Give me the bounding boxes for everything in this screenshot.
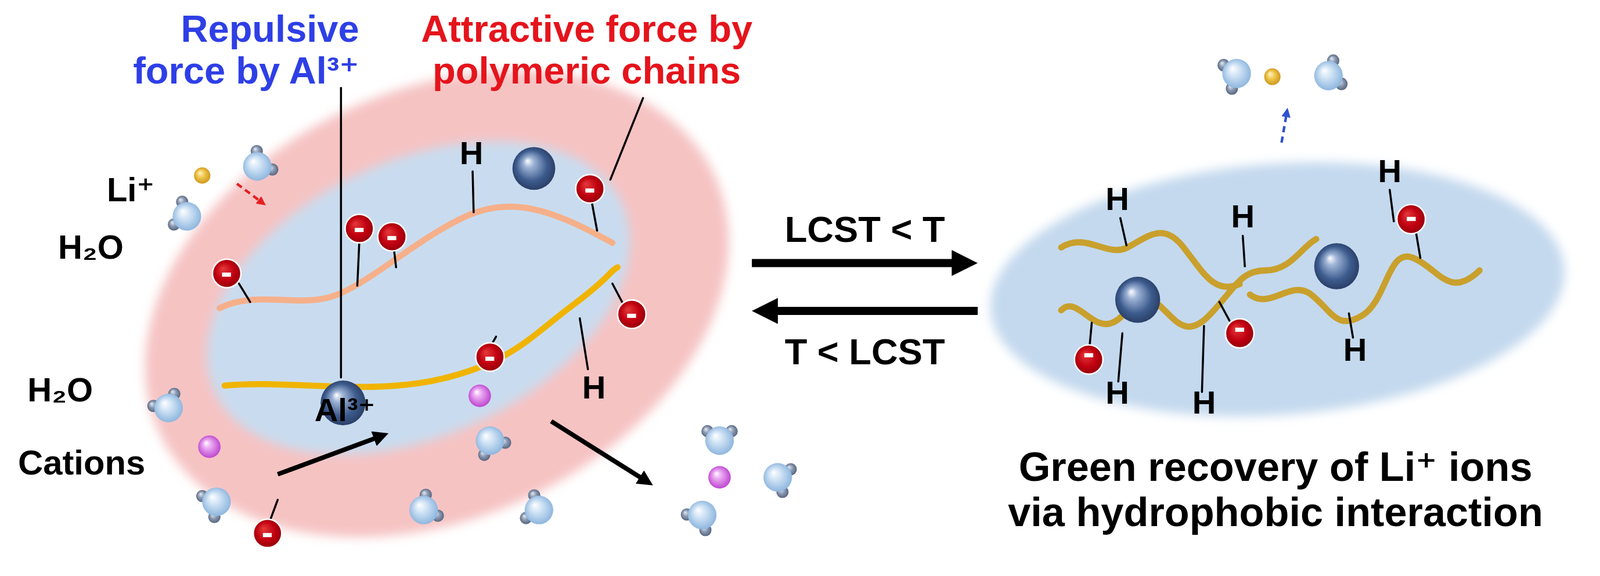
- bond-line: [357, 240, 360, 286]
- charge-sign: -: [386, 216, 398, 255]
- bond-line: [1389, 189, 1394, 222]
- water-molecule: [409, 488, 445, 525]
- hydrogen-label: H: [1230, 198, 1255, 235]
- charge-sign: -: [261, 513, 274, 553]
- water-molecule: [519, 489, 554, 525]
- hydrogel-illustration: [984, 153, 1567, 427]
- oxygen-atom: [242, 152, 272, 181]
- bond-line: [579, 318, 588, 370]
- flow-arrow: [277, 436, 380, 475]
- oxygen-atom: [705, 426, 734, 456]
- oxygen-atom: [763, 463, 792, 492]
- ion-label: Al³⁺: [314, 392, 376, 429]
- attraction-arrow: [236, 183, 262, 203]
- oxygen-atom: [475, 426, 504, 456]
- species-label: Cations: [17, 444, 146, 483]
- bond-line: [1219, 301, 1230, 322]
- cation: [197, 435, 221, 459]
- hydrogel-core: [156, 78, 680, 518]
- illustration-group: [981, 53, 1573, 436]
- hydrogen-label: H: [459, 135, 484, 172]
- polymer-chain: [219, 206, 613, 309]
- charge-sign: -: [484, 337, 496, 376]
- oxygen-atom: [524, 495, 553, 525]
- water-molecule: [763, 463, 798, 499]
- bond-line: [1416, 233, 1421, 259]
- charge-sign: -: [353, 208, 366, 247]
- water-molecule: [701, 425, 738, 456]
- hydrogen-label: H: [1192, 384, 1217, 421]
- ion-label: Li⁺: [106, 171, 155, 209]
- oxygen-atom: [202, 487, 231, 517]
- lithium-ion: [1264, 67, 1281, 85]
- charge-sign: -: [1234, 308, 1246, 347]
- aluminum-ion: [1115, 276, 1160, 323]
- hydrogen-label: H: [1378, 153, 1403, 190]
- force-annotation: Attractive force by polymeric chains: [420, 8, 753, 92]
- water-molecule: [146, 387, 183, 423]
- hydrogen-label: H: [1105, 375, 1130, 412]
- bond-line: [238, 283, 250, 303]
- hydrogen-label: H: [582, 369, 607, 406]
- aluminum-ion: [512, 146, 556, 190]
- aluminum-ion: [1314, 243, 1360, 290]
- cation: [468, 384, 492, 408]
- bond-line: [472, 171, 474, 212]
- water-molecule: [196, 487, 232, 524]
- bond-line: [1202, 326, 1205, 393]
- water-molecule: [242, 145, 279, 182]
- hydrogel-state: H H H H H H: [984, 153, 1567, 427]
- release-arrow: [1281, 113, 1288, 143]
- edge-label: LCST < T: [784, 209, 946, 251]
- polymer-chain: [1249, 256, 1480, 322]
- bond-line: [1242, 235, 1246, 266]
- molecule-label: H₂O: [58, 228, 124, 266]
- polymer-chain: [1061, 232, 1241, 287]
- oxygen-atom: [1314, 60, 1343, 91]
- edge-label: T < LCST: [784, 332, 946, 373]
- flow-arrow: [550, 421, 645, 481]
- bond-line: [1120, 218, 1127, 246]
- water-molecule: [1217, 58, 1252, 95]
- oxygen-atom: [172, 202, 201, 231]
- polymer-chain: [1061, 239, 1317, 327]
- cation: [708, 466, 731, 489]
- hydrogel-state: Al³⁺ H H: [127, 56, 745, 557]
- hydrogen-label: H: [1343, 332, 1368, 369]
- lithium-ion: [193, 167, 211, 184]
- transition-arrow: [751, 258, 960, 268]
- charge-sign: -: [584, 168, 596, 208]
- water-molecule: [1314, 53, 1349, 90]
- attraction-zone: [68, 0, 805, 576]
- leader-line: [610, 98, 643, 180]
- water-molecule: [680, 501, 717, 537]
- illustration-group: [68, 0, 805, 576]
- oxygen-atom: [687, 501, 717, 530]
- oxygen-atom: [409, 495, 438, 525]
- bond-line: [591, 203, 597, 231]
- water-molecule: [167, 195, 202, 231]
- hydrogel-illustration: [127, 56, 745, 557]
- leader-line: [339, 87, 342, 378]
- caption-text: Green recovery of Li⁺ ions via hydrophob…: [1007, 444, 1544, 535]
- molecule-label: H₂O: [27, 371, 93, 409]
- charge-sign: -: [625, 294, 638, 333]
- charge-sign: -: [1405, 197, 1418, 236]
- hydrogel-core: [981, 143, 1573, 436]
- oxygen-atom: [1222, 58, 1252, 89]
- transition-arrow: [769, 307, 978, 316]
- polymer-chain: [224, 267, 618, 387]
- oxygen-atom: [153, 393, 183, 423]
- charge-sign: -: [220, 253, 233, 292]
- force-annotation: Repulsive force by Al³⁺: [132, 8, 360, 92]
- hydrogen-label: H: [1105, 181, 1130, 218]
- water-molecule: [475, 426, 511, 462]
- bond-line: [612, 283, 623, 304]
- charge-sign: -: [1082, 333, 1095, 373]
